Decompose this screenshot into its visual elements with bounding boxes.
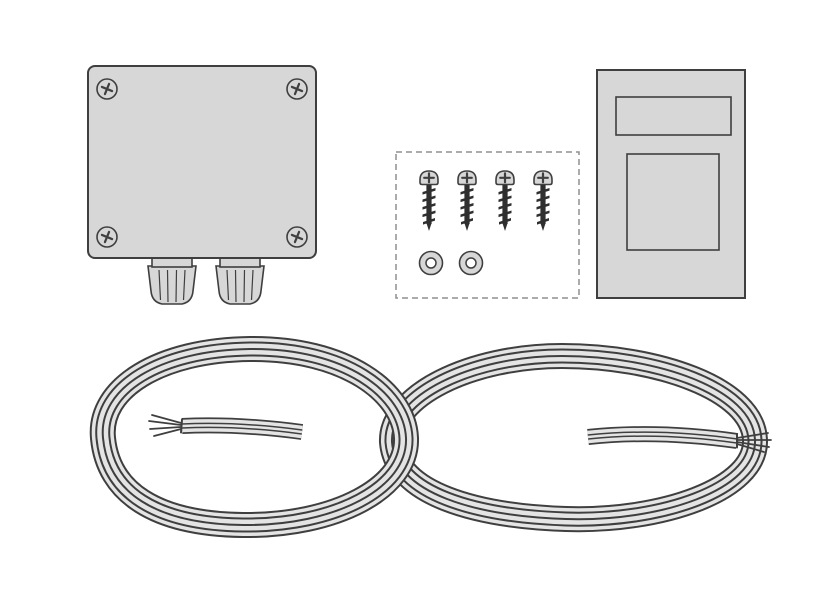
box-corner-screw-top-left	[95, 77, 119, 101]
cable-end-left	[148, 414, 302, 437]
controller-display	[615, 96, 732, 136]
cable-end-right	[588, 432, 772, 453]
hardware-dashed-outline	[395, 151, 580, 299]
hardware-group	[395, 151, 580, 299]
cable-gland-left	[147, 254, 197, 305]
cable-gland-right	[215, 254, 265, 305]
box-corner-screw-bottom-left	[95, 225, 119, 249]
controller-panel-area	[626, 153, 720, 251]
junction-box-lid	[87, 65, 317, 259]
washer-2	[458, 250, 484, 276]
connection-cable	[103, 349, 772, 525]
junction-box	[87, 65, 317, 305]
mounting-screw-1	[418, 169, 440, 233]
stripped-wires-right	[736, 432, 772, 453]
mounting-screw-2	[456, 169, 478, 233]
box-corner-screw-bottom-right	[285, 225, 309, 249]
cable-loop-left	[103, 349, 406, 525]
mounting-screw-3	[494, 169, 516, 233]
mounting-screw-4	[532, 169, 554, 233]
cable-jacket-cap-left	[180, 418, 183, 434]
stripped-wires-left	[148, 414, 182, 437]
box-corner-screw-top-right	[285, 77, 309, 101]
controller-unit	[596, 69, 746, 299]
washer-1	[418, 250, 444, 276]
